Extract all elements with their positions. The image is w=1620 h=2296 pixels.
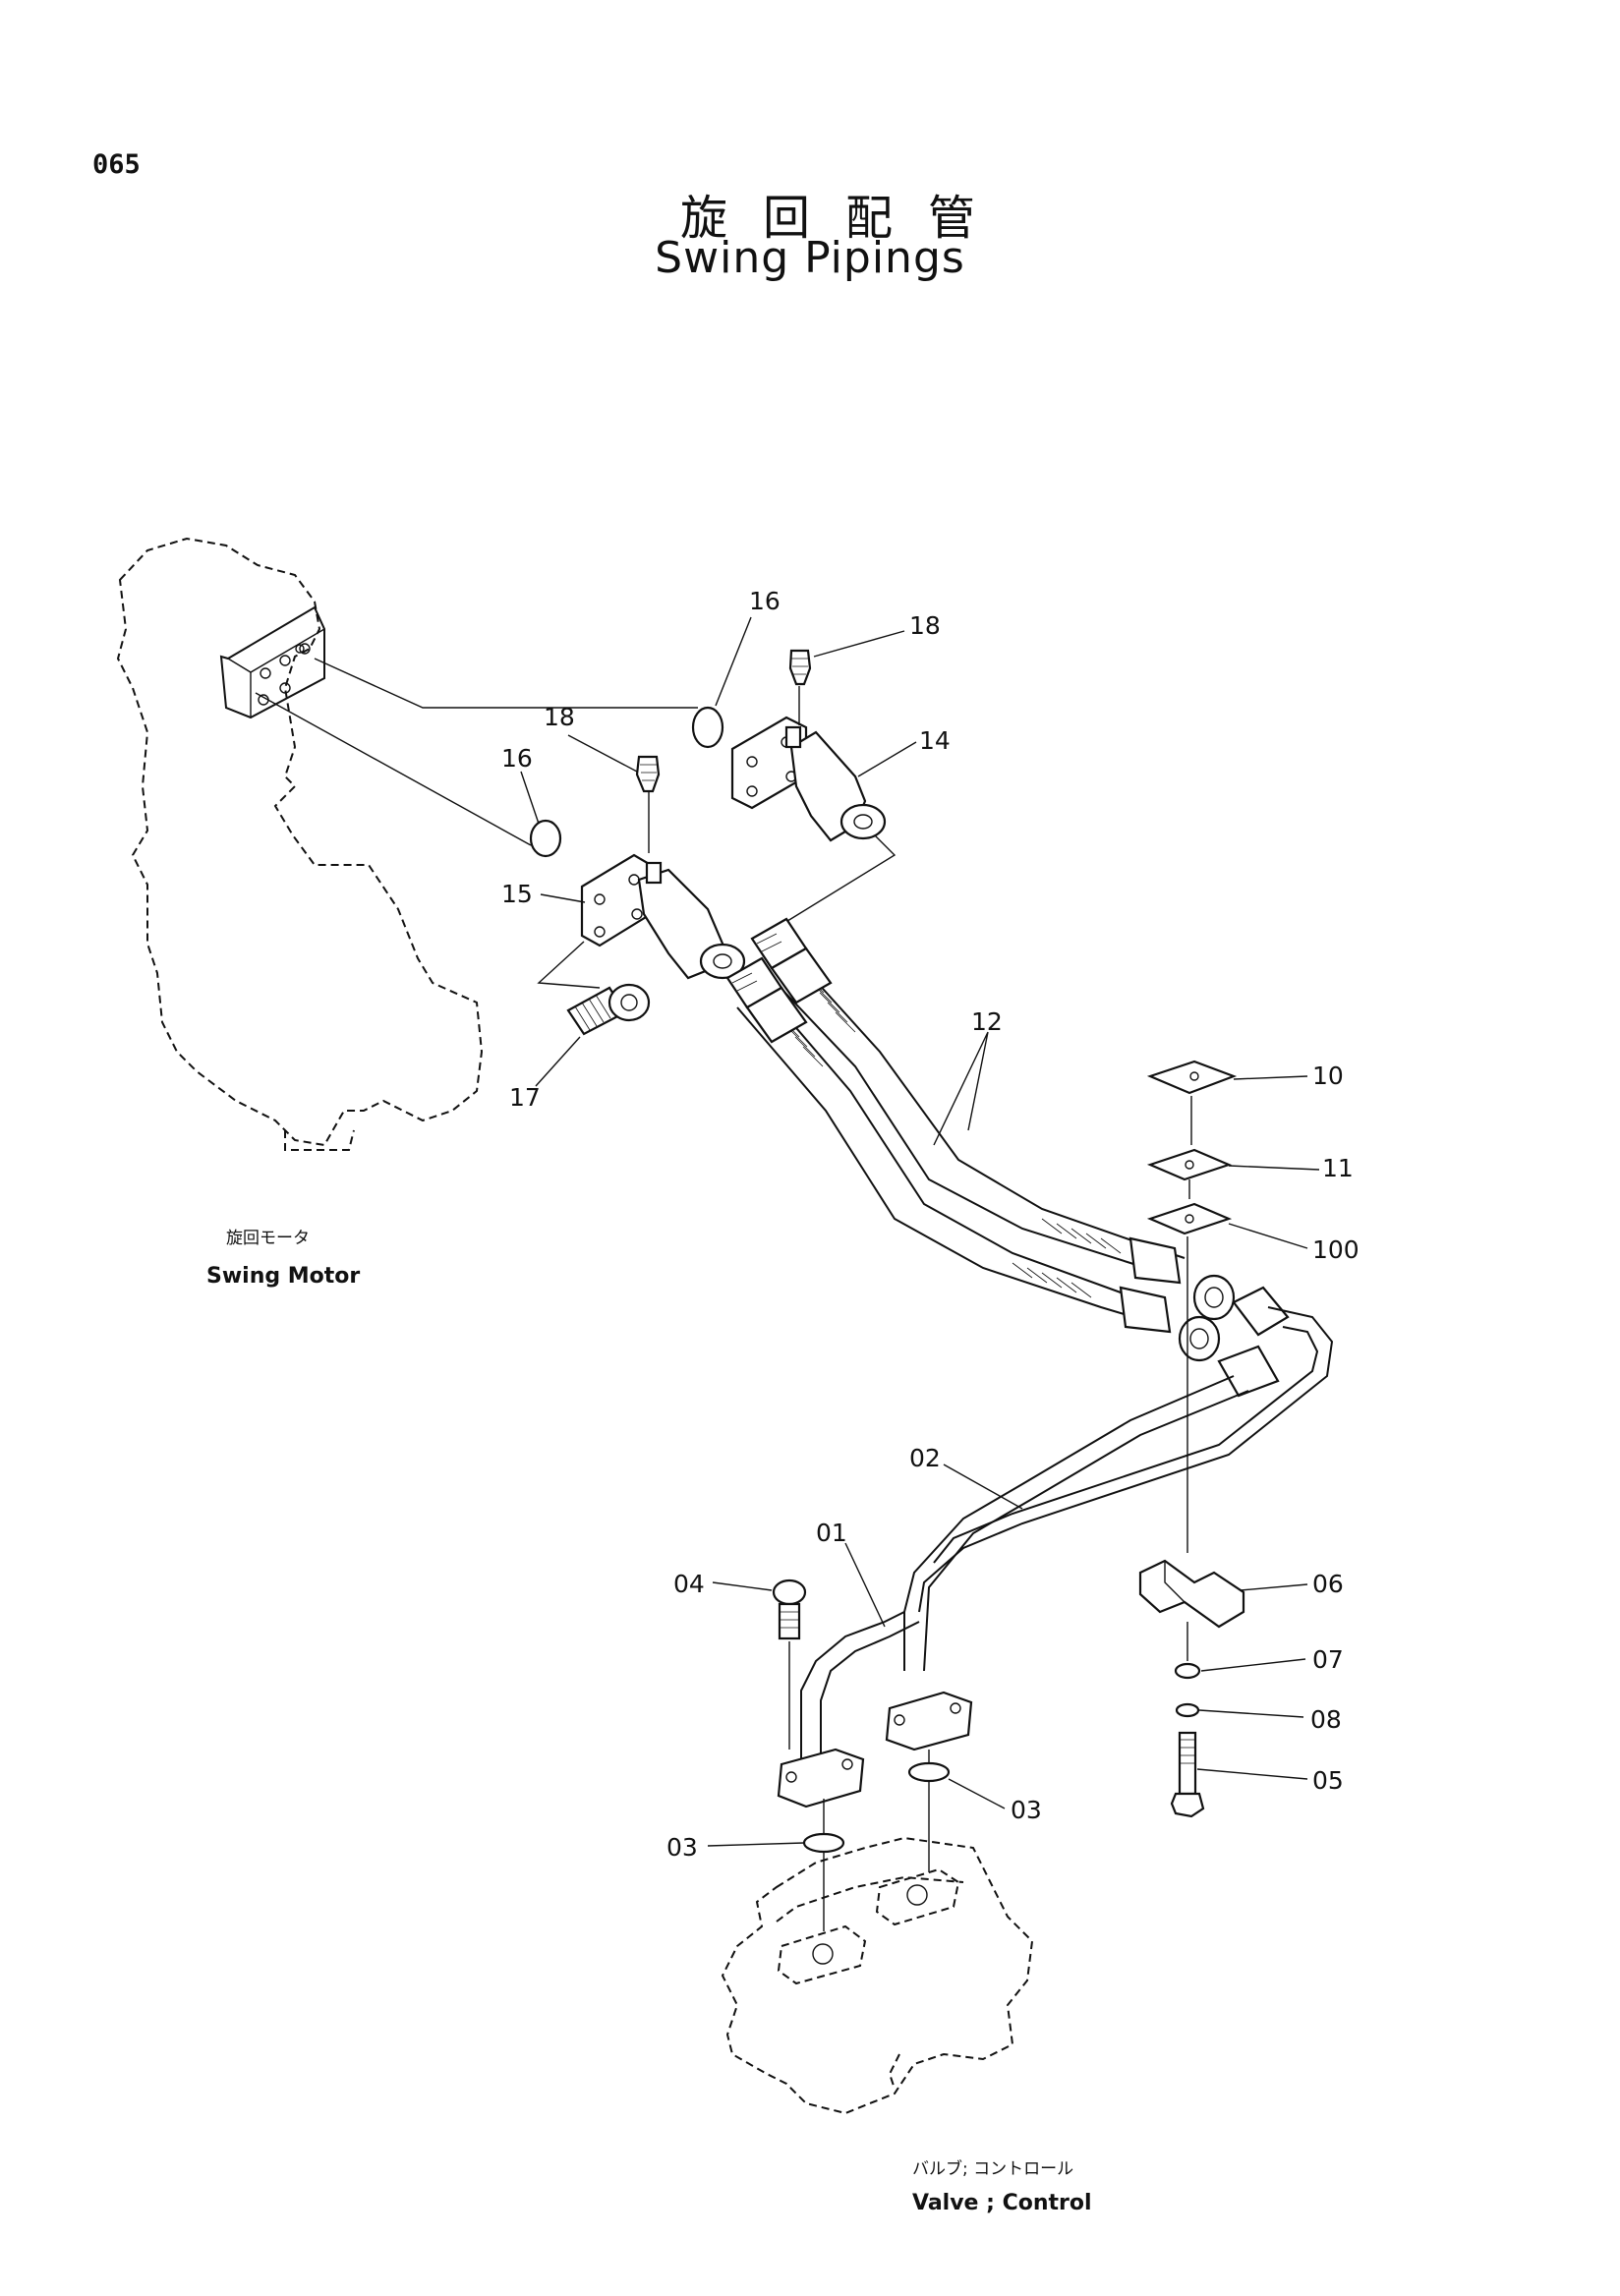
- part-04-bolt: [772, 1578, 807, 1750]
- page-number: 065: [92, 149, 141, 180]
- part-17-bolt: [566, 983, 651, 1036]
- callout-04: 04: [673, 1570, 705, 1598]
- callout-12: 12: [971, 1007, 1003, 1036]
- callout-16-lower: 16: [501, 744, 533, 773]
- swing-motor-label-en: Swing Motor: [206, 1264, 360, 1289]
- part-11-plate: [1146, 1148, 1233, 1181]
- part-01-02-pipes: [777, 1286, 1334, 1808]
- callout-06: 06: [1312, 1570, 1344, 1598]
- callout-05: 05: [1312, 1766, 1344, 1795]
- callout-14: 14: [919, 726, 951, 755]
- part-16-oring-lower: [529, 819, 562, 858]
- callout-18-lower: 18: [544, 703, 575, 731]
- callout-08: 08: [1310, 1705, 1342, 1734]
- part-05-bolt: [1170, 1731, 1205, 1818]
- callout-16-upper: 16: [749, 587, 781, 615]
- part-06-clamp: [1138, 1559, 1245, 1629]
- part-14-flange-elbow: [730, 716, 887, 842]
- callout-18-upper: 18: [909, 611, 941, 640]
- callout-07: 07: [1312, 1645, 1344, 1674]
- part-15-flange-elbow: [580, 853, 746, 980]
- part-08-lockwasher: [1175, 1702, 1200, 1718]
- callout-11: 11: [1322, 1154, 1354, 1182]
- control-valve-label-en: Valve ; Control: [912, 2191, 1092, 2215]
- part-100-plate: [1146, 1202, 1233, 1235]
- swing-motor-label-jp: 旋回モータ: [226, 1229, 310, 1248]
- part-03-oring-b: [907, 1761, 951, 1783]
- page-title-jp: 旋回配管: [679, 191, 1011, 246]
- part-18-plug-lower: [635, 755, 661, 853]
- callout-02: 02: [909, 1444, 941, 1472]
- callout-leaders: [520, 616, 1320, 1847]
- part-10-plate: [1146, 1060, 1238, 1095]
- callout-15: 15: [501, 880, 533, 908]
- part-16-oring-upper: [691, 706, 724, 749]
- part-12-hoses: [725, 917, 1236, 1362]
- part-07-washer: [1174, 1662, 1201, 1680]
- callout-10: 10: [1312, 1062, 1344, 1090]
- callout-100: 100: [1312, 1235, 1360, 1264]
- control-valve-outline: [721, 1836, 1034, 2115]
- swing-motor-outline: [116, 537, 484, 1151]
- part-03-oring-a: [802, 1832, 845, 1854]
- control-valve-label-jp: バルブ; コントロール: [912, 2158, 1073, 2179]
- callout-03-left: 03: [666, 1833, 698, 1862]
- callout-01: 01: [816, 1519, 847, 1547]
- part-18-plug-upper: [788, 649, 812, 725]
- callout-03-right: 03: [1011, 1796, 1042, 1824]
- page-title-en: Swing Pipings: [655, 233, 965, 283]
- callout-17: 17: [509, 1083, 541, 1112]
